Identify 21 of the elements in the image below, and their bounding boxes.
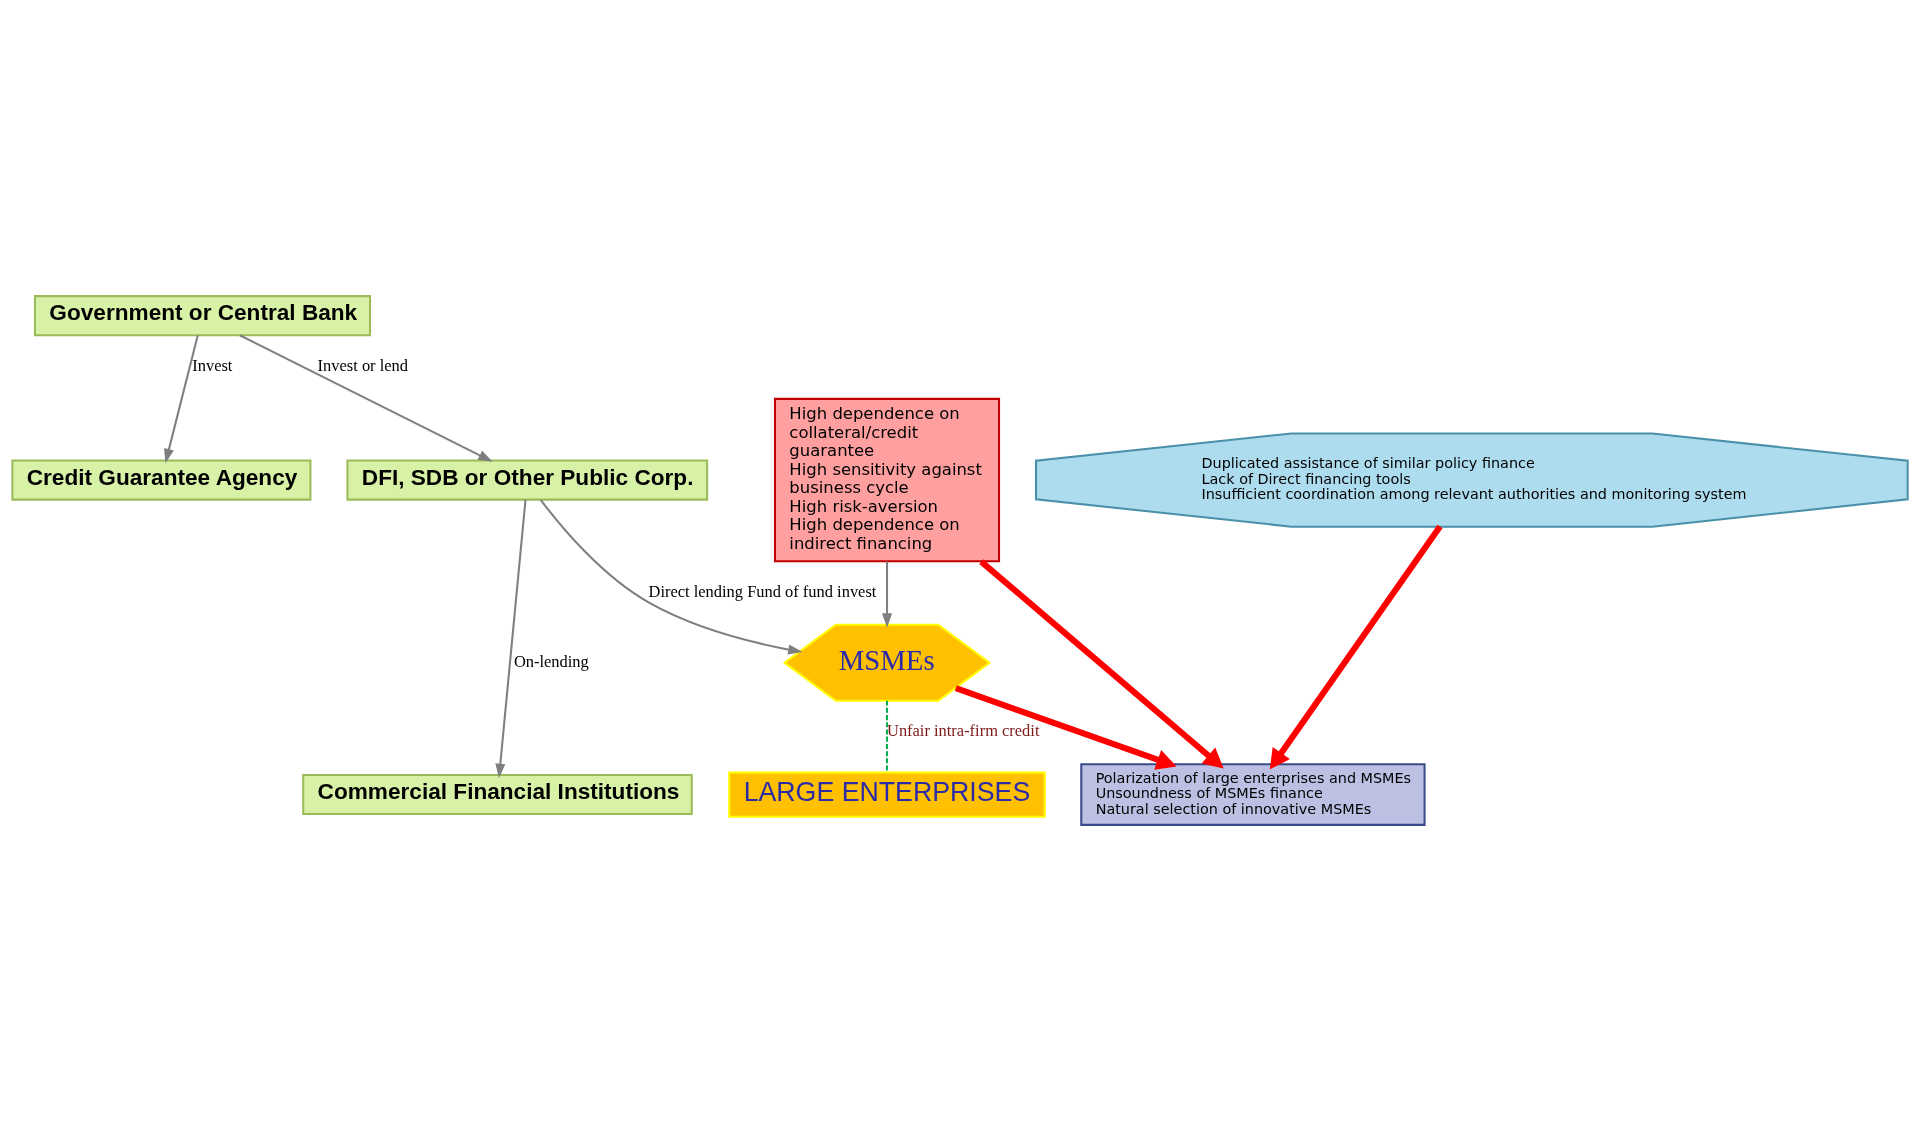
arrow bbox=[954, 685, 1177, 770]
arrow bbox=[979, 559, 1224, 769]
arrow bbox=[164, 335, 199, 464]
node-box: Government or Central Bank bbox=[33, 295, 372, 337]
node-box: LARGE ENTERPRISES bbox=[728, 771, 1046, 818]
node-box: Commercial Financial Institutions bbox=[302, 774, 693, 816]
connector bbox=[886, 700, 889, 773]
edge-label: Direct lending Fund of fund invest bbox=[648, 582, 877, 602]
edge-label: Invest or lend bbox=[317, 355, 409, 375]
node-box: DFI, SDB or Other Public Corp. bbox=[346, 459, 709, 501]
arrow bbox=[881, 561, 893, 628]
arrow bbox=[539, 499, 803, 655]
arrow bbox=[239, 334, 493, 462]
node-box: Credit Guarantee Agency bbox=[11, 459, 312, 501]
edge-label: Unfair intra-firm credit bbox=[887, 721, 1040, 741]
node-box: Polarization of large enterprises and MSMEs Unsoundness of MSMEs finance Natural selection of innovative MSMEs bbox=[1080, 763, 1426, 826]
arrow bbox=[1269, 524, 1443, 770]
node-box: High dependence on collateral/credit guarantee High sensitivity against business cycle High risk-aversion High dependence on indirect financing bbox=[773, 397, 1001, 563]
arrow bbox=[495, 499, 527, 779]
edge-label: On-lending bbox=[513, 651, 589, 671]
edge-label: Invest bbox=[192, 355, 233, 375]
